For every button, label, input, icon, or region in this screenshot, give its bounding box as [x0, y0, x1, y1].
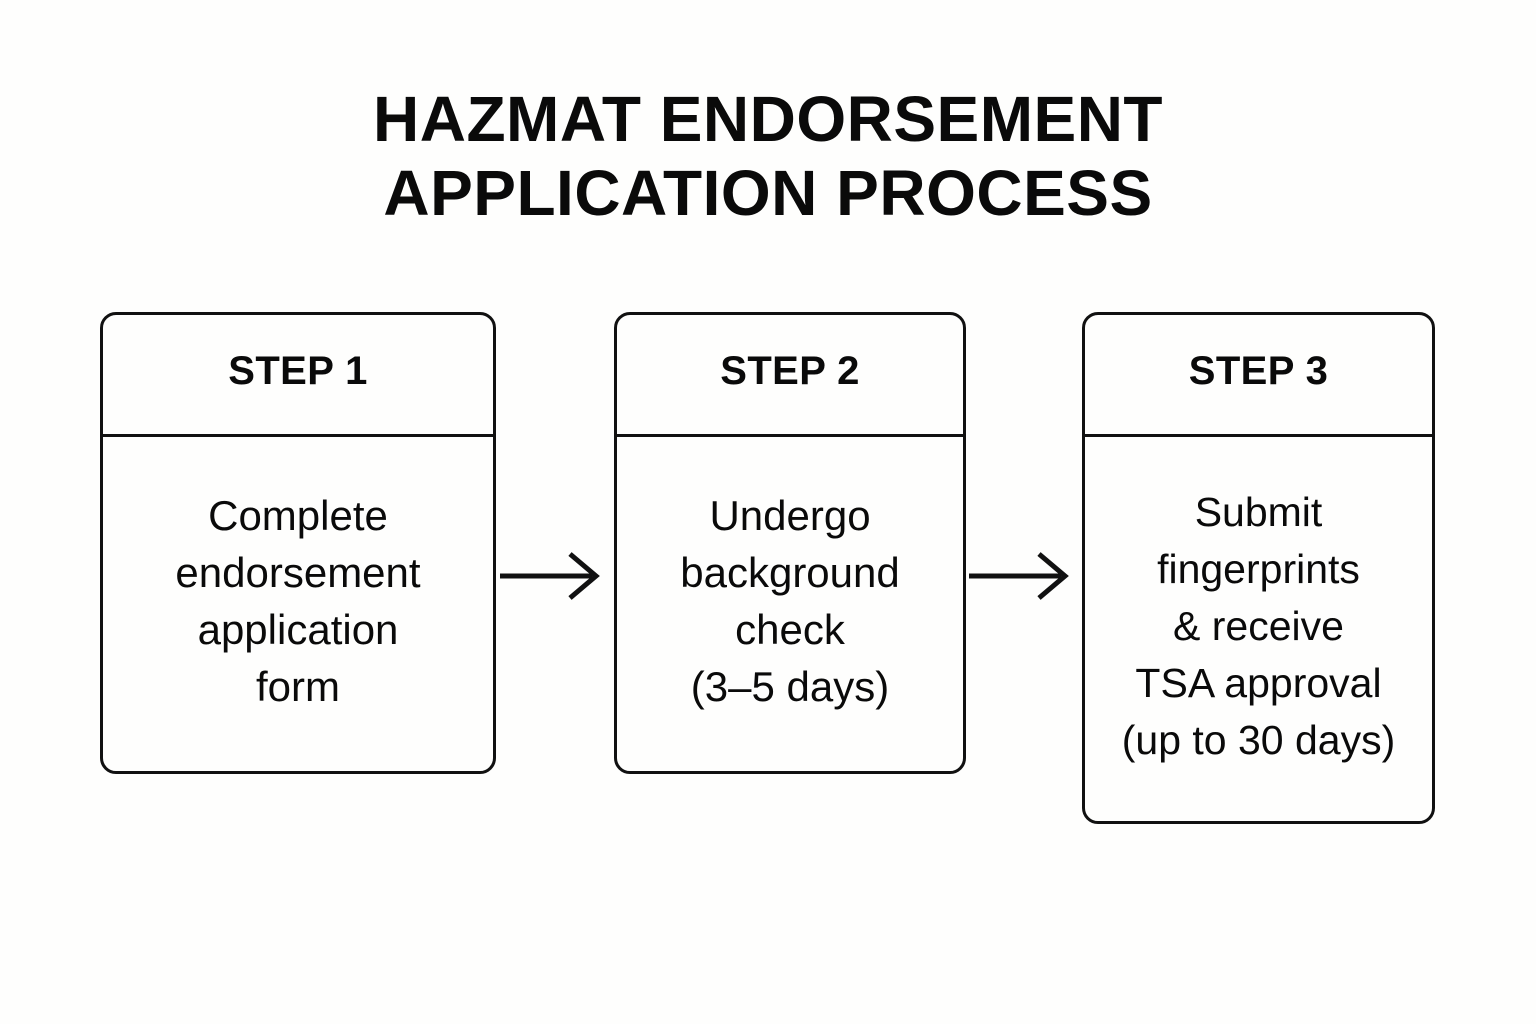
step-card-2: STEP 2 Undergo background check (3–5 day… — [614, 312, 966, 774]
arrow-step1-to-step2-icon — [500, 548, 604, 604]
step-3-body: Submit fingerprints & receive TSA approv… — [1121, 488, 1396, 763]
step-3-header: STEP 3 — [1085, 315, 1432, 437]
page-title: HAZMAT ENDORSEMENT APPLICATION PROCESS — [373, 83, 1163, 229]
step-card-3: STEP 3 Submit fingerprints & receive TSA… — [1082, 312, 1435, 824]
step-2-header: STEP 2 — [617, 315, 963, 437]
step-2-body: Undergo background check (3–5 days) — [680, 492, 900, 710]
step-card-1: STEP 1 Complete endorsement application … — [100, 312, 496, 774]
step-1-body: Complete endorsement application form — [175, 492, 421, 710]
step-1-header: STEP 1 — [103, 315, 493, 437]
arrow-step2-to-step3-icon — [969, 548, 1073, 604]
